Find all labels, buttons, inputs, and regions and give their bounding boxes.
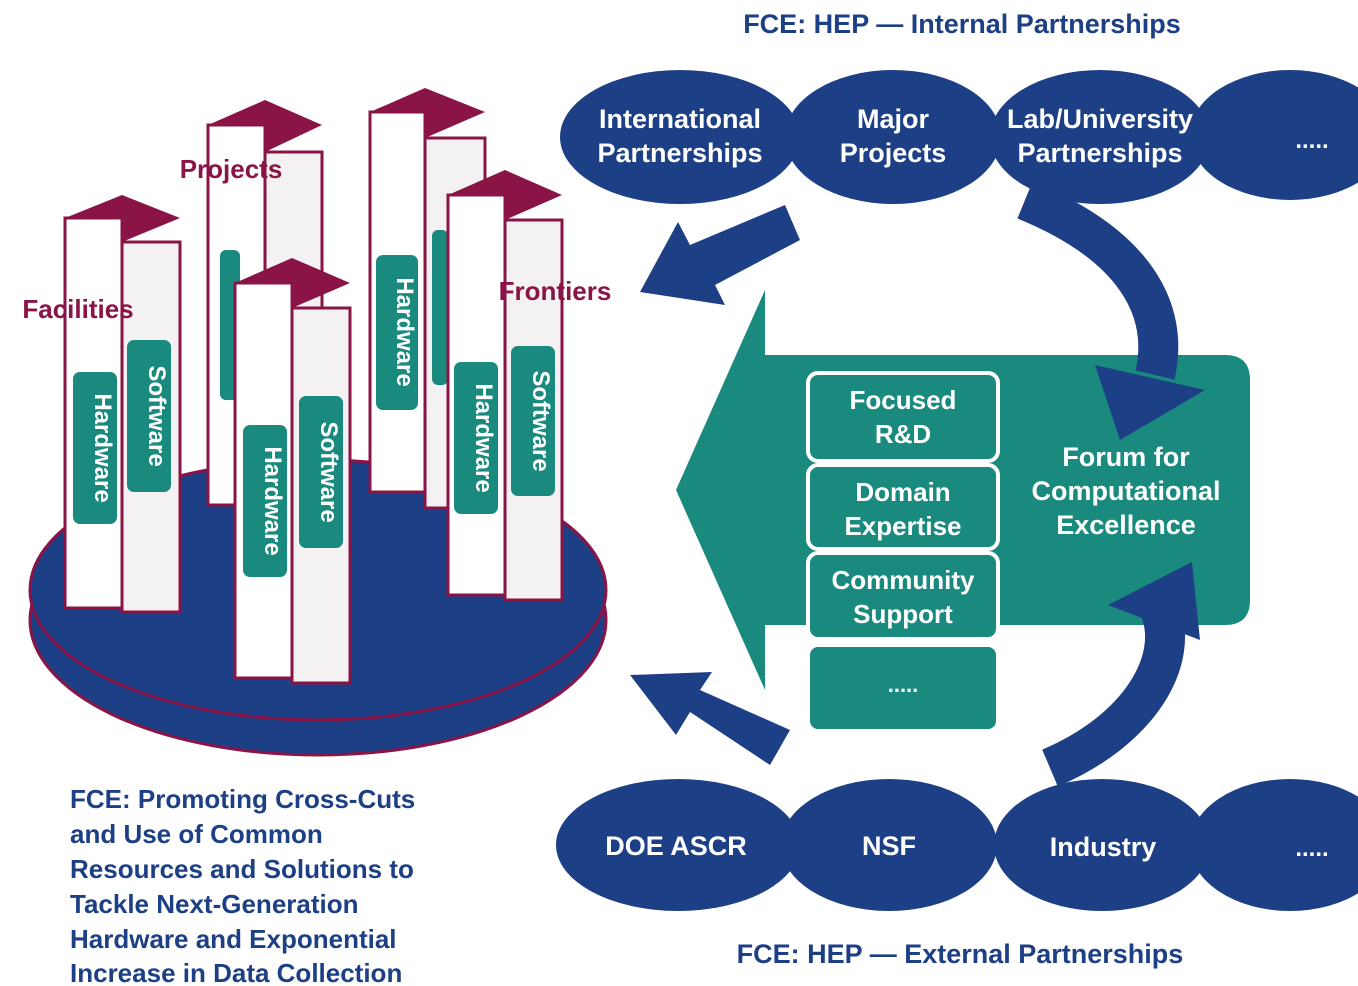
service-stack: Focused R&D Domain Expertise Community S… bbox=[806, 371, 1000, 733]
pillar-tag-hardware: Hardware bbox=[391, 277, 418, 386]
pillar-tag-software: Software bbox=[527, 370, 554, 471]
caption-line: and Use of Common bbox=[70, 819, 323, 849]
internal-partnerships-title: FCE: HEP — Internal Partnerships bbox=[743, 9, 1181, 39]
internal-partner-major-projects-oval bbox=[785, 70, 1001, 204]
external-partner-nsf-oval bbox=[781, 779, 997, 911]
external-partner-doe-ascr-oval bbox=[556, 779, 800, 911]
pillar-tag-hardware: Hardware bbox=[259, 446, 286, 555]
caption-line: FCE: Promoting Cross-Cuts bbox=[70, 784, 415, 814]
service-box-domain-expertise bbox=[806, 463, 1000, 551]
external-partnerships-title: FCE: HEP — External Partnerships bbox=[737, 939, 1184, 969]
internal-partner-label: ..... bbox=[1295, 127, 1328, 154]
pillar-front bbox=[233, 258, 352, 685]
internal-partner-more-oval bbox=[1190, 70, 1358, 200]
pillar-tag-hardware: Hardware bbox=[470, 383, 497, 492]
pillar-facilities bbox=[63, 195, 182, 614]
internal-partners-row: International Partnerships Major Project… bbox=[560, 70, 1358, 204]
bottom-right-curved-arrow bbox=[1041, 562, 1200, 787]
service-label: Support bbox=[853, 599, 953, 629]
forum-label: Computational bbox=[1032, 476, 1221, 506]
external-partner-label: ..... bbox=[1295, 835, 1328, 862]
projects-label: Projects bbox=[180, 154, 283, 184]
internal-partner-label: Partnerships bbox=[1017, 138, 1182, 168]
frontiers-label: Frontiers bbox=[499, 276, 612, 306]
service-box-community-support bbox=[806, 551, 1000, 641]
external-partner-label: NSF bbox=[862, 831, 916, 861]
service-label: Community bbox=[832, 565, 976, 595]
caption-line: Hardware and Exponential bbox=[70, 924, 397, 954]
caption-line: Increase in Data Collection bbox=[70, 958, 402, 986]
internal-partner-label: Projects bbox=[840, 138, 947, 168]
pillar-tag-software: Software bbox=[143, 365, 170, 466]
pillar-frontiers bbox=[446, 170, 564, 602]
internal-partner-label: International bbox=[599, 104, 761, 134]
pillars-illustration: Hardware Software Hardware Software Hard… bbox=[22, 88, 612, 757]
external-partner-label: DOE ASCR bbox=[605, 831, 747, 861]
internal-partner-lab-university-oval bbox=[990, 70, 1210, 204]
external-partner-more-oval bbox=[1190, 779, 1358, 911]
forum-label: Forum for bbox=[1062, 442, 1190, 472]
caption-line: Resources and Solutions to bbox=[70, 854, 414, 884]
service-label: Domain bbox=[855, 477, 950, 507]
internal-partner-label: Partnerships bbox=[597, 138, 762, 168]
external-partner-label: Industry bbox=[1050, 832, 1157, 862]
internal-partner-label: Lab/University bbox=[1007, 104, 1193, 134]
top-right-curved-arrow bbox=[1017, 181, 1205, 440]
internal-partner-label: Major bbox=[857, 104, 930, 134]
service-box-focused-rd bbox=[806, 371, 1000, 463]
external-partners-row: DOE ASCR NSF Industry ..... bbox=[556, 779, 1358, 911]
caption: FCE: Promoting Cross-Cuts and Use of Com… bbox=[70, 784, 415, 986]
service-label: R&D bbox=[875, 419, 931, 449]
pillar-tag-software: Software bbox=[315, 421, 342, 522]
facilities-label: Facilities bbox=[22, 294, 133, 324]
service-box-more bbox=[806, 643, 1000, 733]
service-label: Expertise bbox=[844, 511, 961, 541]
caption-line: Tackle Next-Generation bbox=[70, 889, 359, 919]
bottom-left-flow-arrow bbox=[630, 672, 790, 765]
external-partner-industry-oval bbox=[994, 779, 1210, 911]
pillar-tag-hardware: Hardware bbox=[89, 393, 116, 502]
top-left-flow-arrow bbox=[640, 205, 800, 305]
service-label: Focused bbox=[850, 385, 957, 415]
forum-label: Excellence bbox=[1056, 510, 1196, 540]
service-label: ..... bbox=[888, 672, 919, 697]
internal-partner-international-oval bbox=[560, 70, 800, 204]
